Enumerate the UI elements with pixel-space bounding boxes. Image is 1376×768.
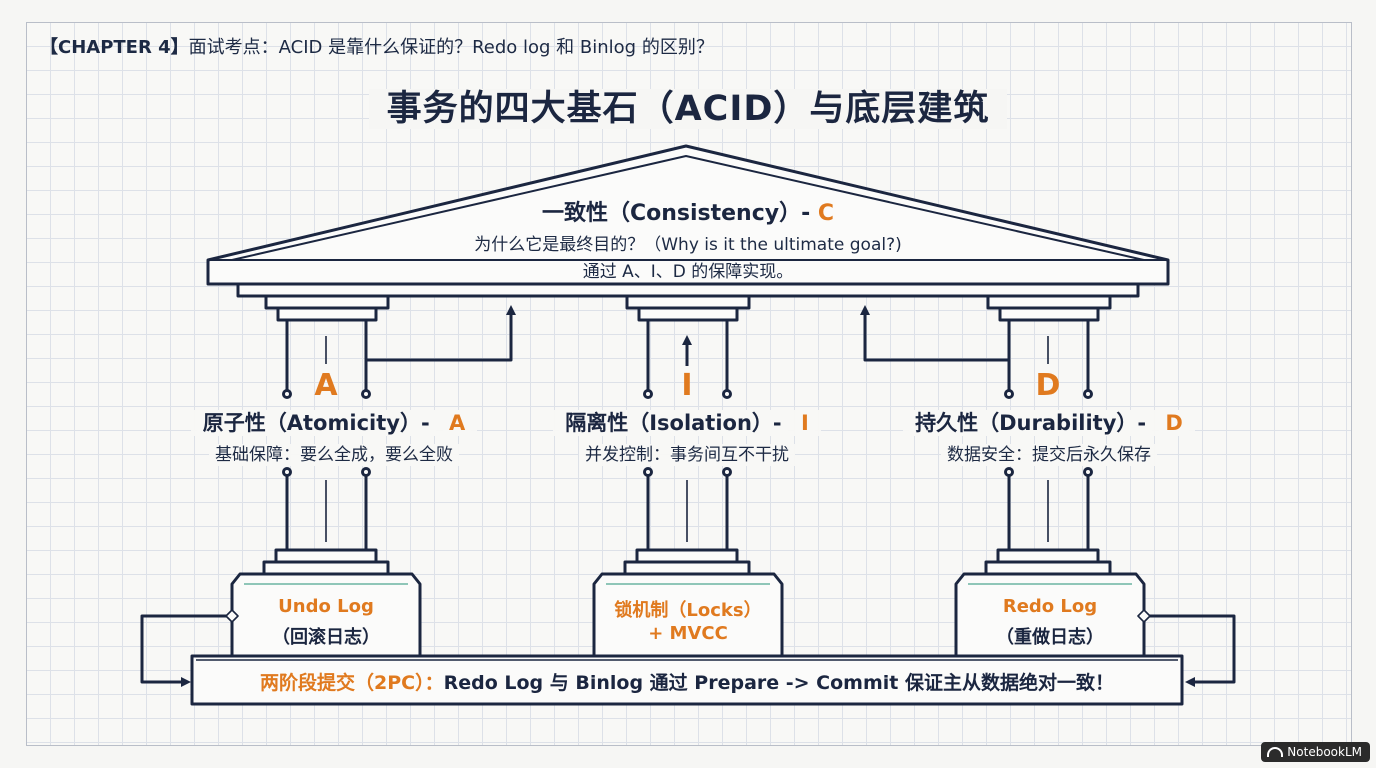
isolation-desc: 并发控制：事务间互不干扰 <box>507 440 867 466</box>
isolation-desc-text: 并发控制：事务间互不干扰 <box>579 444 795 466</box>
foundation-slab <box>190 654 1184 706</box>
consistency-title: 一致性（Consistency）- C <box>388 195 988 227</box>
consistency-letter: C <box>817 201 835 226</box>
isolation-label: 隔离性（Isolation）- <box>559 410 788 436</box>
chapter-label: 【CHAPTER 4】 <box>40 37 189 58</box>
pillar-durability <box>954 294 1146 656</box>
redo-log-sub: （重做日志） <box>996 627 1104 648</box>
watermark-text: NotebookLM <box>1287 745 1362 759</box>
chapter-header: 【CHAPTER 4】面试考点：ACID 是靠什么保证的？Redo log 和 … <box>40 33 714 59</box>
redo-log-label: Redo Log <box>1002 596 1098 617</box>
durability-desc: 数据安全：提交后永久保存 <box>869 440 1229 466</box>
pillar-isolation <box>592 294 784 656</box>
consistency-label: 一致性（Consistency）- <box>541 201 811 226</box>
mvcc-label: + MVCC <box>648 623 728 644</box>
two-phase-commit-body: Redo Log 与 Binlog 通过 Prepare -> Commit 保… <box>443 672 1114 694</box>
arrow-durability-to-consistency <box>860 305 1009 362</box>
notebooklm-logo-icon <box>1267 747 1284 757</box>
pillar-letter-d: D <box>1035 368 1061 403</box>
consistency-note: 通过 A、I、D 的保障实现。 <box>582 262 794 282</box>
isolation-title: 隔离性（Isolation）- I <box>507 407 867 437</box>
atomicity-desc-text: 基础保障：要么全成，要么全败 <box>209 444 459 466</box>
locks-label: 锁机制（Locks） <box>614 600 762 621</box>
durability-desc-text: 数据安全：提交后永久保存 <box>941 444 1157 466</box>
isolation-letter: I <box>794 410 815 436</box>
notebooklm-watermark: NotebookLM <box>1261 742 1370 762</box>
two-phase-commit-text: 两阶段提交（2PC）：Redo Log 与 Binlog 通过 Prepare … <box>192 668 1182 695</box>
page-title-text: 事务的四大基石（ACID）与底层建筑 <box>368 89 1008 129</box>
roof-pediment <box>206 144 1170 298</box>
undo-log-sub: （回滚日志） <box>272 627 380 648</box>
arrow-atomicity-to-consistency <box>366 305 516 362</box>
atomicity-desc: 基础保障：要么全成，要么全败 <box>154 440 514 466</box>
durability-title: 持久性（Durability）- D <box>869 407 1229 437</box>
undo-log-label: Undo Log <box>278 596 374 617</box>
atomicity-letter: A <box>442 410 472 436</box>
consistency-subtitle: 为什么它是最终目的？（Why is it the ultimate goal?) <box>474 235 902 255</box>
pillar-letter-a: A <box>314 368 338 403</box>
right-loop-arrow <box>1137 609 1236 687</box>
pillar-atomicity <box>230 294 422 656</box>
page-title: 事务的四大基石（ACID）与底层建筑 <box>0 80 1376 131</box>
atomicity-title: 原子性（Atomicity）- A <box>154 407 514 437</box>
two-phase-commit-prefix: 两阶段提交（2PC）： <box>260 672 444 694</box>
interview-question: 面试考点：ACID 是靠什么保证的？Redo log 和 Binlog 的区别？ <box>188 37 714 58</box>
left-loop-arrow <box>140 609 239 687</box>
pillar-letter-i: I <box>681 368 693 403</box>
durability-letter: D <box>1159 410 1189 436</box>
atomicity-label: 原子性（Atomicity）- <box>196 410 436 436</box>
durability-label: 持久性（Durability）- <box>909 410 1153 436</box>
